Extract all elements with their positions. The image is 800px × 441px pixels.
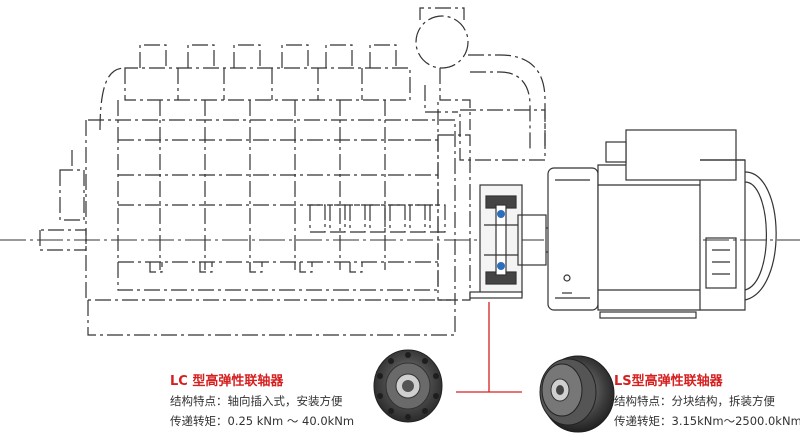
ls-coupling-torque: 传递转矩：3.15kNm～2500.0kNm <box>614 414 800 428</box>
generator <box>547 129 777 319</box>
ls-coupling-feature: 结构特点：分块结构，拆装方便 <box>614 394 775 408</box>
lc-coupling-info: LC 型高弹性联轴器 结构特点：轴向插入式，安装方便 传递转矩：0.25 kNm… <box>170 370 354 429</box>
lc-coupling-title: LC 型高弹性联轴器 <box>170 374 284 389</box>
coupling-assembly <box>469 184 552 299</box>
lc-coupling-torque: 传递转矩：0.25 kNm ～ 40.0kNm <box>170 414 355 428</box>
ls-coupling-info: LS型高弹性联轴器 结构特点：分块结构，拆装方便 传递转矩：3.15kNm～25… <box>614 370 800 429</box>
lc-coupling-feature: 结构特点：轴向插入式，安装方便 <box>170 394 343 408</box>
lc-coupling-image <box>373 349 443 423</box>
ls-coupling-image <box>539 355 615 433</box>
diesel-engine <box>39 7 546 336</box>
callout-leader <box>456 302 522 393</box>
ls-coupling-title: LS型高弹性联轴器 <box>614 374 723 389</box>
